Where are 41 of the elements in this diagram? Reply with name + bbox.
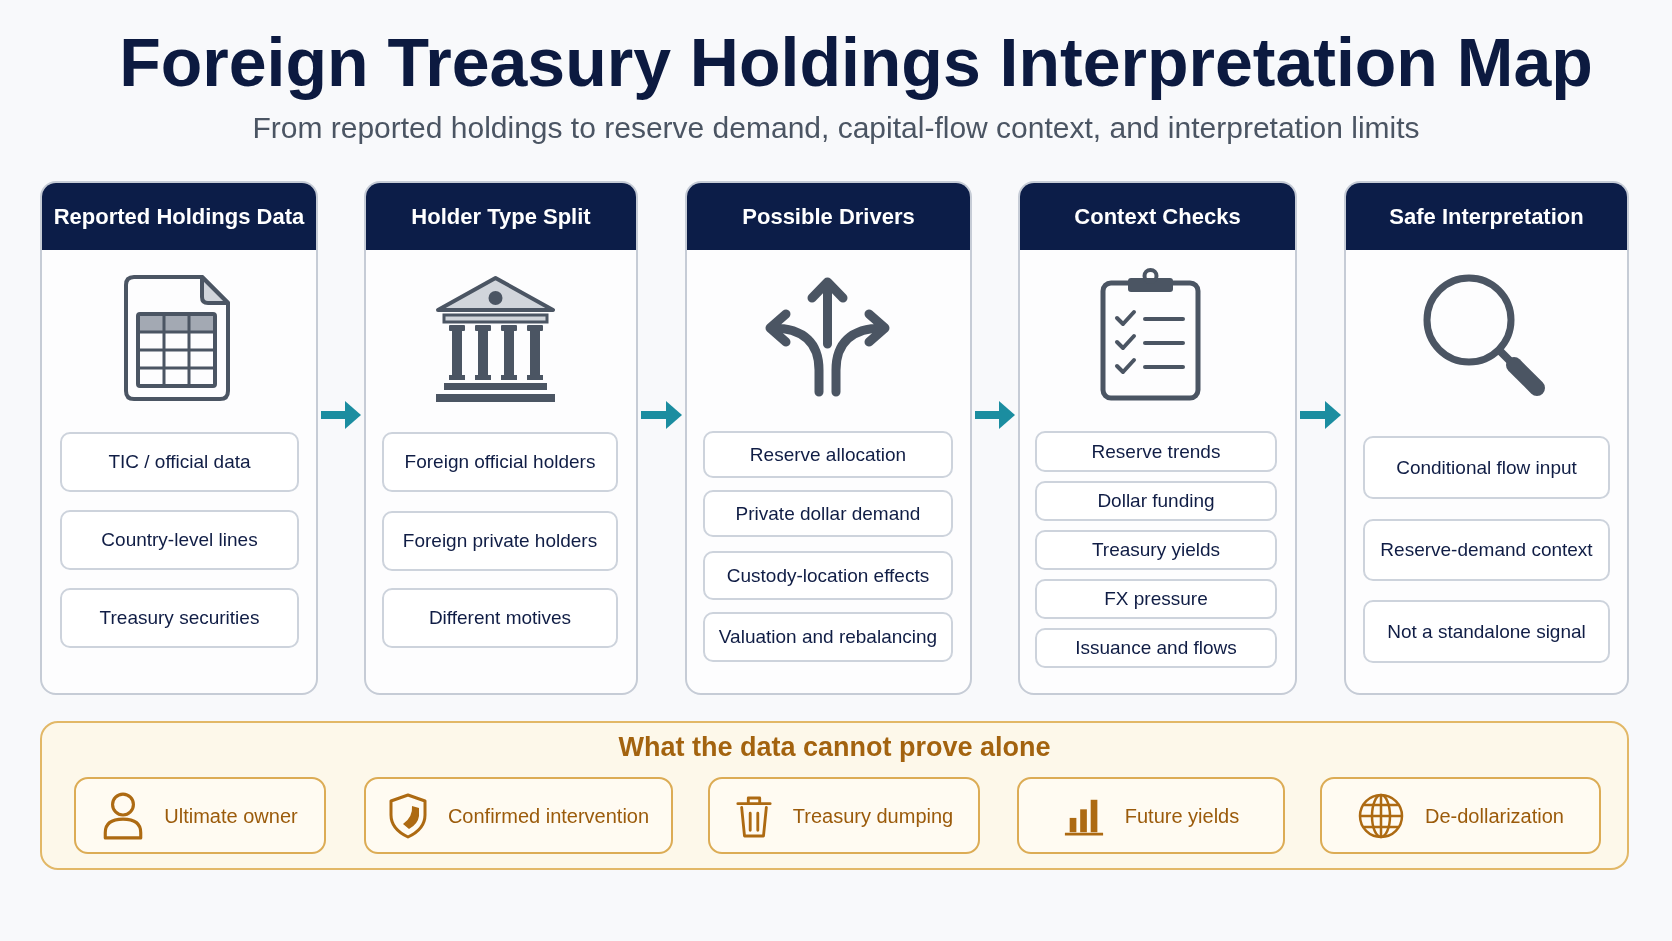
item-card: Private dollar demand (703, 490, 953, 537)
subtitle: From reported holdings to reserve demand, capital-flow context, and interpretation limits (252, 113, 1420, 143)
item-card: Conditional flow input (1363, 436, 1610, 499)
panel-heading: Holder Type Split (366, 183, 636, 250)
limit-card (74, 777, 326, 854)
item-card: Treasury yields (1035, 530, 1277, 570)
limit-label: Future yields (1124, 803, 1240, 829)
stage-panel (1018, 181, 1297, 695)
item-card: Reserve allocation (703, 431, 953, 478)
item-card: Foreign official holders (382, 432, 618, 492)
limit-label: Ultimate owner (164, 803, 298, 829)
item-card: Treasury securities (60, 588, 299, 648)
item-card: TIC / official data (60, 432, 299, 492)
item-card: FX pressure (1035, 579, 1277, 619)
band-heading: What the data cannot prove alone (618, 731, 1051, 764)
item-card: Reserve-demand context (1363, 519, 1610, 581)
panel-heading: Context Checks (1020, 183, 1295, 250)
item-card: Not a standalone signal (1363, 600, 1610, 663)
stage-panel (364, 181, 638, 695)
item-card: Dollar funding (1035, 481, 1277, 521)
stage-panel (685, 181, 972, 695)
panel-heading: Possible Drivers (687, 183, 970, 250)
panel-heading: Reported Holdings Data (42, 183, 316, 250)
item-card: Issuance and flows (1035, 628, 1277, 668)
limit-label: De-dollarization (1425, 803, 1564, 829)
limit-card (364, 777, 673, 854)
limit-label: Confirmed intervention (447, 803, 650, 829)
item-card: Reserve trends (1035, 431, 1277, 472)
limit-card (708, 777, 980, 854)
item-card: Valuation and rebalancing (703, 612, 953, 662)
item-card: Different motives (382, 588, 618, 648)
item-card: Foreign private holders (382, 511, 618, 571)
panel-heading: Safe Interpretation (1346, 183, 1627, 250)
stage-panel (1344, 181, 1629, 695)
limit-card (1017, 777, 1285, 854)
item-card: Country-level lines (60, 510, 299, 570)
stage-panel (40, 181, 318, 695)
limit-card (1320, 777, 1601, 854)
item-card: Custody-location effects (703, 551, 953, 600)
limits-panel (40, 721, 1629, 870)
limit-label: Treasury dumping (792, 803, 954, 829)
